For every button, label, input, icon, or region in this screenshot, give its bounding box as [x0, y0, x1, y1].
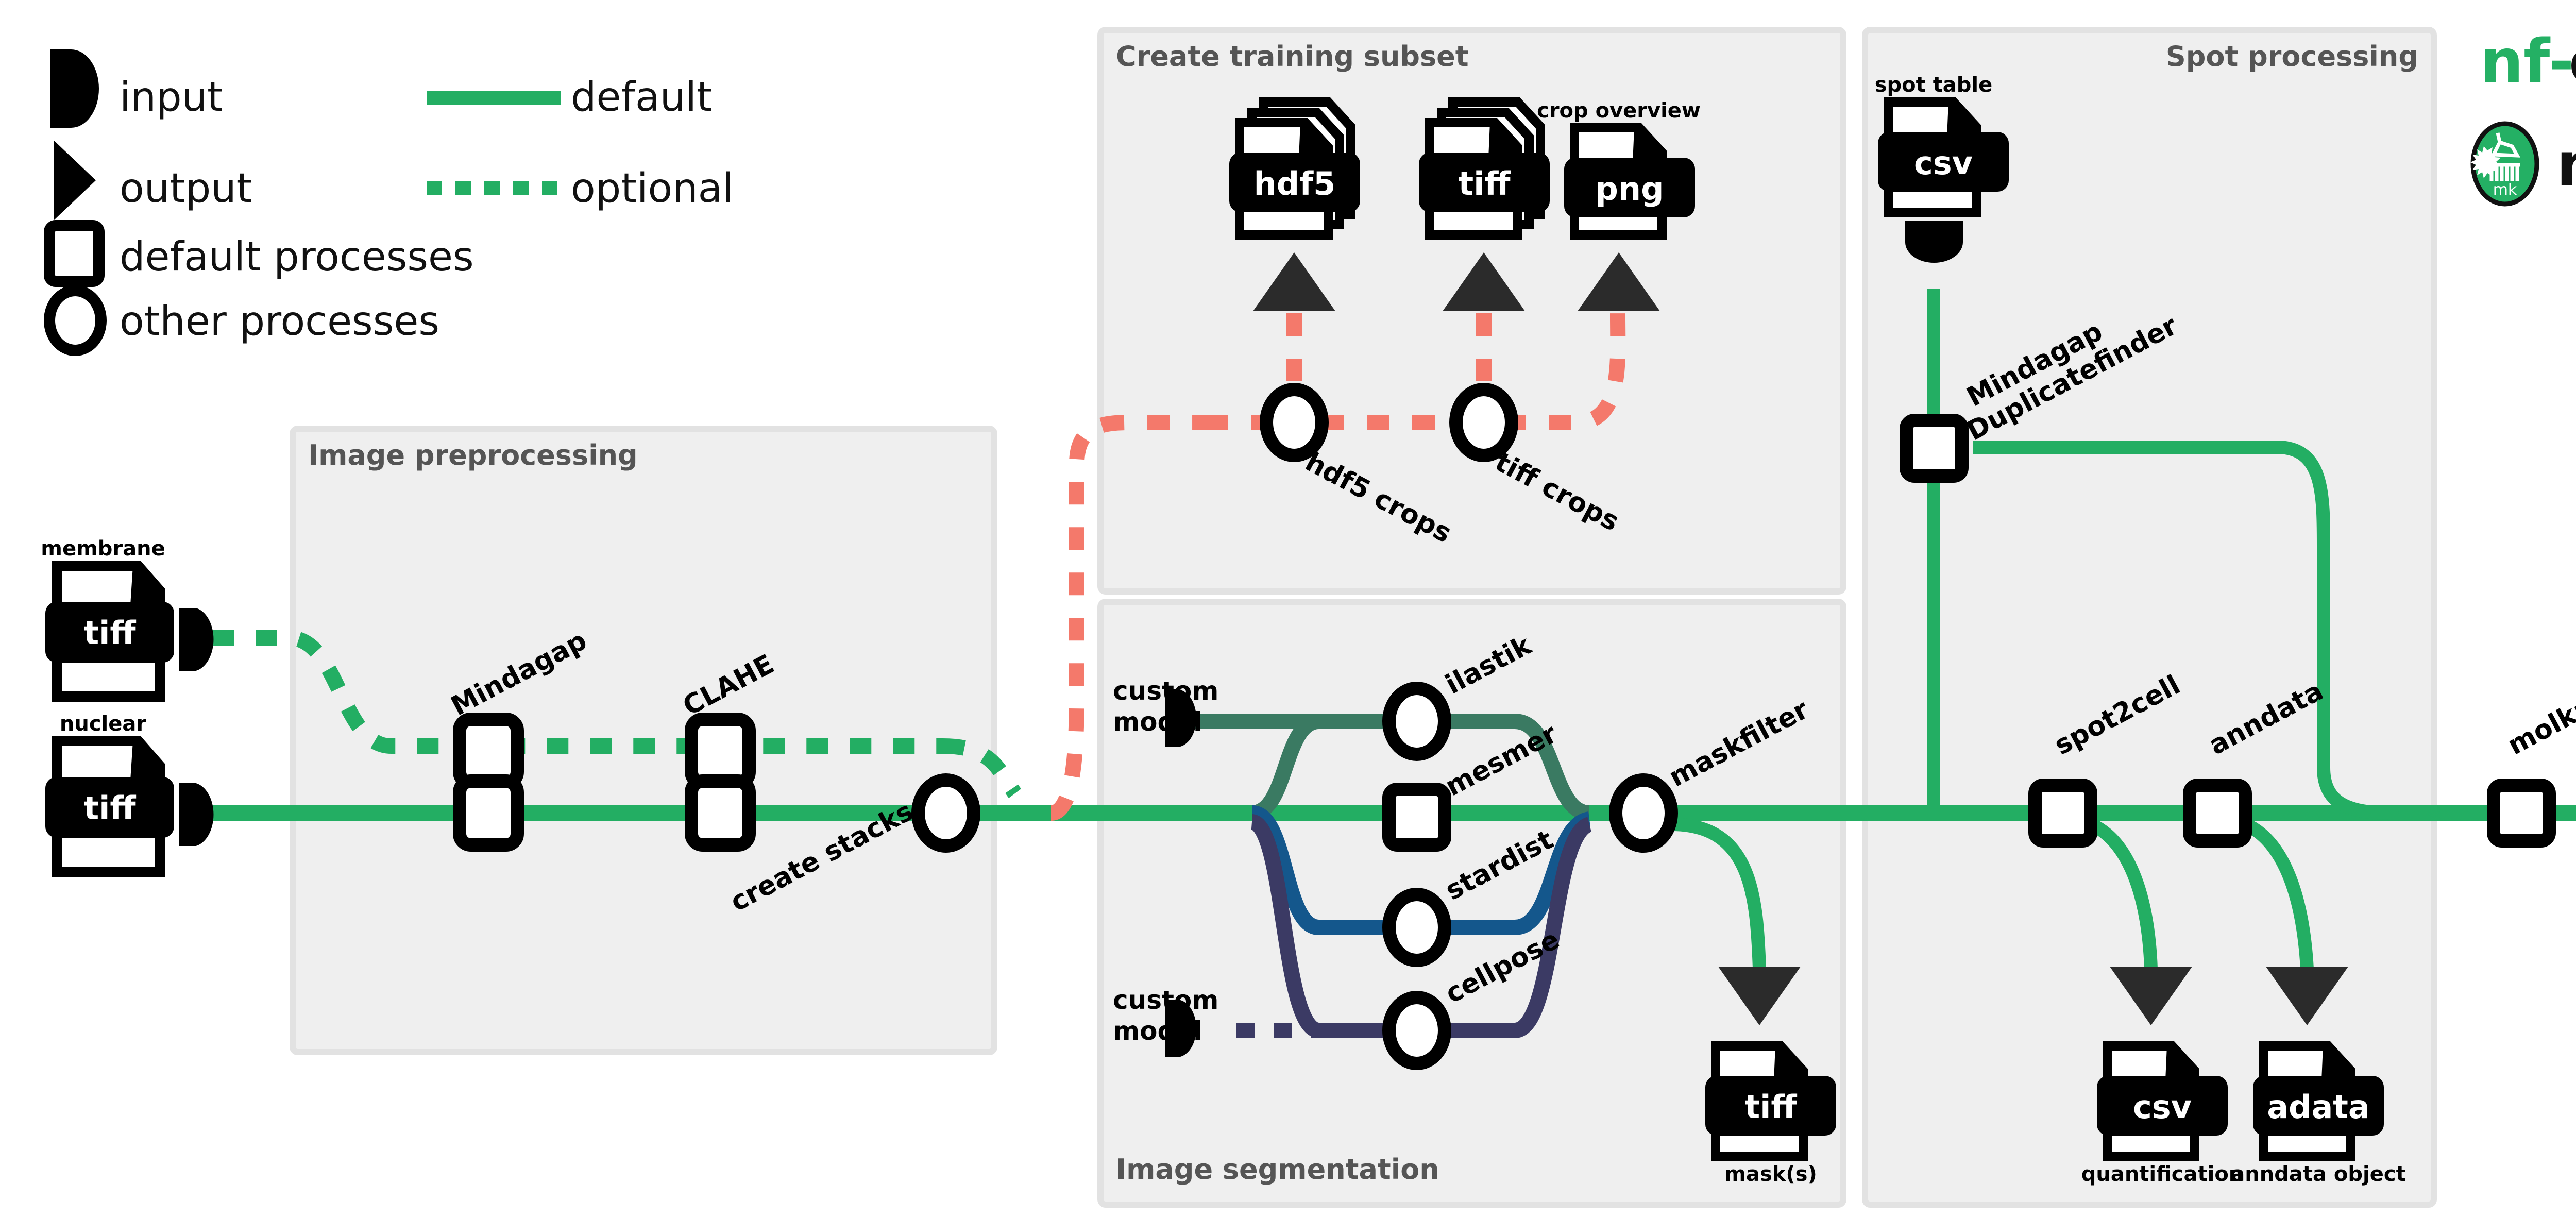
logo-text-molkart: molkart: [2556, 129, 2576, 200]
file-ext-crop-overview: png: [1596, 170, 1664, 208]
legend-label-default: default: [571, 74, 712, 121]
file-ext-nuclear: tiff: [83, 789, 136, 827]
arrow-down-icon: [2110, 967, 2192, 1025]
panel-title-image-segmentation: Image segmentation: [1116, 1153, 1439, 1186]
half-disc-icon: [1165, 1000, 1196, 1057]
output-file-crop-overview: crop overview png: [1537, 99, 1701, 240]
input-custom-model-ilastik: custom model: [1113, 676, 1218, 747]
nf-core-logo: nf- core/ mk molkart: [2470, 26, 2576, 207]
file-ext-quantification: csv: [2133, 1088, 2192, 1126]
legend-label-default-processes: default processes: [120, 234, 474, 280]
half-disc-icon: [1905, 221, 1963, 263]
triangle-right-icon: [54, 140, 96, 221]
logo-text-core: core/: [2569, 26, 2576, 97]
logo-text-nf: nf-: [2480, 26, 2574, 97]
panel-title-spot-processing: Spot processing: [2166, 40, 2418, 73]
file-caption-quantification: quantification: [2081, 1162, 2244, 1186]
flow-optional-membrane: [212, 630, 1022, 798]
half-disc-icon: [50, 49, 99, 128]
output-file-masks: tiff mask(s): [1705, 1041, 1836, 1186]
legend-label-other-processes: other processes: [120, 298, 439, 345]
legend: input output default optional default pr…: [44, 49, 734, 356]
arrow-up-icon: [1253, 252, 1335, 311]
panel-spot-processing: Spot processing: [1862, 27, 2437, 1208]
arrow-down-icon: [2266, 967, 2348, 1025]
input-file-membrane: membrane tiff: [41, 537, 214, 702]
process-label-molkartqc: molkartqc: [2503, 663, 2576, 762]
molkart-badge-icon: mk: [2470, 121, 2539, 207]
half-disc-icon: [1165, 689, 1196, 747]
legend-label-optional: optional: [571, 165, 734, 212]
panel-title-create-training-subset: Create training subset: [1116, 40, 1469, 73]
file-caption-spot-table: spot table: [1875, 73, 1993, 97]
flow-branch-cellpose: [1236, 814, 1593, 1038]
file-caption-nuclear: nuclear: [60, 712, 146, 736]
file-ext-spot-table: csv: [1914, 144, 1973, 182]
arrow-up-icon: [1578, 252, 1660, 311]
file-caption-membrane: membrane: [41, 537, 165, 561]
legend-label-input: input: [120, 74, 223, 121]
file-ext-crop-tiff: tiff: [1458, 165, 1511, 202]
input-file-nuclear: nuclear tiff: [45, 712, 214, 877]
output-file-crop-hdf5: hdf5: [1229, 97, 1360, 240]
file-ext-masks: tiff: [1744, 1088, 1797, 1126]
arrow-up-icon: [1443, 252, 1525, 311]
file-caption-crop-overview: crop overview: [1537, 99, 1701, 123]
file-ext-membrane: tiff: [83, 614, 136, 652]
half-disc-icon: [179, 783, 214, 846]
file-ext-crop-hdf5: hdf5: [1254, 165, 1336, 202]
flow-optional-crops: [1049, 289, 1626, 821]
circle-outline-icon: [44, 285, 107, 356]
arrow-down-icon: [1718, 967, 1801, 1025]
flow-maskfilter-to-masks: [1671, 818, 1766, 969]
logo-badge-text: mk: [2493, 181, 2517, 199]
square-outline-icon: [44, 220, 105, 287]
file-caption-masks: mask(s): [1724, 1162, 1817, 1186]
output-file-anndata-object: adata anndata object: [2231, 1041, 2406, 1186]
flow-spot-processing: [1927, 289, 2391, 820]
input-custom-model-cellpose: custom model: [1113, 985, 1218, 1057]
output-file-quantification: csv quantification: [2081, 1041, 2244, 1186]
flow-branch-ilastik: [1185, 714, 1590, 821]
output-file-crop-tiff: tiff: [1419, 97, 1550, 240]
panel-title-image-preprocessing: Image preprocessing: [308, 439, 638, 471]
file-caption-anndata-object: anndata object: [2231, 1162, 2405, 1186]
half-disc-icon: [179, 608, 214, 671]
input-file-spot-table: spot table csv: [1875, 73, 2009, 263]
legend-label-output: output: [120, 165, 252, 212]
file-ext-anndata-object: adata: [2267, 1088, 2370, 1126]
